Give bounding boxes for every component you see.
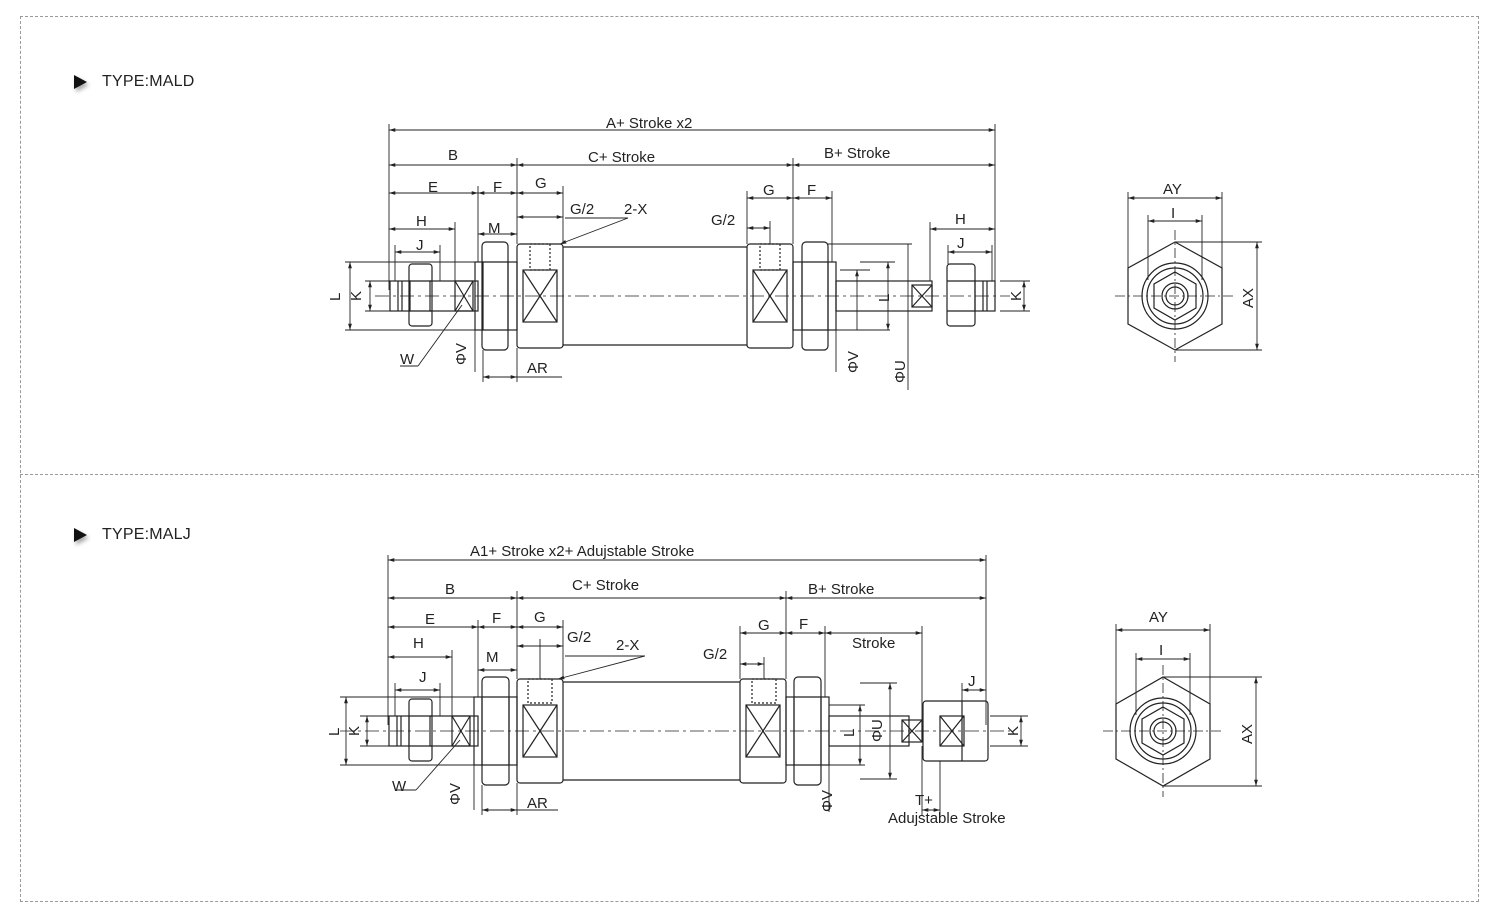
end-label-ay-malj: AY — [1149, 609, 1168, 626]
section-title-malj: TYPE:MALJ — [102, 526, 191, 543]
dim-label-j: J — [416, 237, 424, 254]
dim-label-h: H — [416, 213, 427, 230]
dim-label-phi-v-right: ΦV — [845, 351, 862, 373]
dim-label-k-right-malj: K — [1005, 726, 1022, 736]
dim-label-adj-stroke-malj: Adujstable Stroke — [888, 810, 1006, 827]
dim-label-m: M — [488, 220, 501, 237]
dim-label-2x: 2-X — [624, 201, 647, 218]
end-label-i: I — [1171, 205, 1175, 222]
dim-label-m-malj: M — [486, 649, 499, 666]
dim-label-g-right: G — [763, 182, 775, 199]
dim-label-k-right: K — [1008, 291, 1025, 301]
dim-label-l-malj: L — [326, 728, 343, 736]
end-label-ax: AX — [1240, 288, 1257, 308]
dim-label-b: B — [448, 147, 458, 164]
dim-label-f-right-malj: F — [799, 616, 808, 633]
dim-label-stroke-malj: Stroke — [852, 635, 895, 652]
dim-label-phi-v-malj: ΦV — [447, 783, 464, 805]
mald-dimensions — [345, 124, 1030, 390]
dim-label-c-stroke-malj: C+ Stroke — [572, 577, 639, 594]
dim-label-g-malj: G — [534, 609, 546, 626]
dim-label-g2-right-malj: G/2 — [703, 646, 727, 663]
mald-side-view — [375, 241, 1010, 351]
end-label-ay: AY — [1163, 181, 1182, 198]
dim-label-g2-right: G/2 — [711, 212, 735, 229]
malj-end-view-dimensions — [1115, 624, 1262, 787]
dim-label-j-malj: J — [419, 669, 427, 686]
dim-label-b-malj: B — [445, 581, 455, 598]
dim-label-f: F — [493, 179, 502, 196]
section-header-malj: TYPE:MALJ — [74, 526, 191, 544]
dim-label-k-malj: K — [346, 726, 363, 736]
section-divider — [20, 474, 1479, 475]
dim-label-g2-malj: G/2 — [567, 629, 591, 646]
dim-label-h-malj: H — [413, 635, 424, 652]
dim-label-2x-malj: 2-X — [616, 637, 639, 654]
dim-label-b-stroke: B+ Stroke — [824, 145, 890, 162]
dim-label-w: W — [400, 351, 415, 368]
dim-label-k: K — [348, 291, 365, 301]
dim-label-g-right-malj: G — [758, 617, 770, 634]
mald-dimension-labels: A+ Stroke x2 B C+ Stroke B+ Stroke E F G… — [327, 115, 1025, 383]
mald-end-view — [1115, 230, 1235, 362]
triangle-bullet-icon — [74, 528, 87, 542]
dim-label-j-right: J — [957, 235, 965, 252]
dim-label-f-malj: F — [492, 610, 501, 627]
dim-label-overall-malj: A1+ Stroke x2+ Adujstable Stroke — [470, 543, 694, 560]
dim-label-h-right: H — [955, 211, 966, 228]
section-header-mald: TYPE:MALD — [74, 73, 195, 91]
dim-label-e: E — [428, 179, 438, 196]
dim-label-f-right: F — [807, 182, 816, 199]
dim-label-ar: AR — [527, 360, 548, 377]
dim-label-j-right-malj: J — [968, 673, 976, 690]
dim-label-l-right-malj: L — [841, 729, 858, 737]
end-label-i-malj: I — [1159, 642, 1163, 659]
dim-label-g: G — [535, 175, 547, 192]
dim-label-l: L — [327, 293, 344, 301]
dim-label-t-plus-malj: T+ — [915, 792, 933, 809]
dim-label-phi-u: ΦU — [892, 360, 909, 383]
triangle-bullet-icon — [74, 75, 87, 89]
end-label-ax-malj: AX — [1239, 724, 1256, 744]
dim-label-phi-u-malj: ΦU — [869, 719, 886, 742]
dim-label-e-malj: E — [425, 611, 435, 628]
dim-label-phi-v: ΦV — [453, 343, 470, 365]
malj-dimensions — [340, 555, 1028, 815]
dim-label-phi-v-right-malj: ΦV — [819, 790, 836, 812]
dim-label-overall: A+ Stroke x2 — [606, 115, 692, 132]
dim-label-l-right: L — [876, 294, 893, 302]
malj-dimension-labels: A1+ Stroke x2+ Adujstable Stroke B C+ St… — [326, 543, 1022, 827]
mald-end-view-dimensions — [1127, 192, 1262, 351]
dim-label-w-malj: W — [392, 778, 407, 795]
dim-label-b-stroke-malj: B+ Stroke — [808, 581, 874, 598]
malj-side-view — [340, 676, 1010, 786]
dim-label-ar-malj: AR — [527, 795, 548, 812]
dim-label-c-stroke: C+ Stroke — [588, 149, 655, 166]
section-title-mald: TYPE:MALD — [102, 73, 195, 90]
dim-label-g2: G/2 — [570, 201, 594, 218]
malj-end-view — [1103, 665, 1223, 797]
drawing-frame — [20, 16, 1479, 902]
